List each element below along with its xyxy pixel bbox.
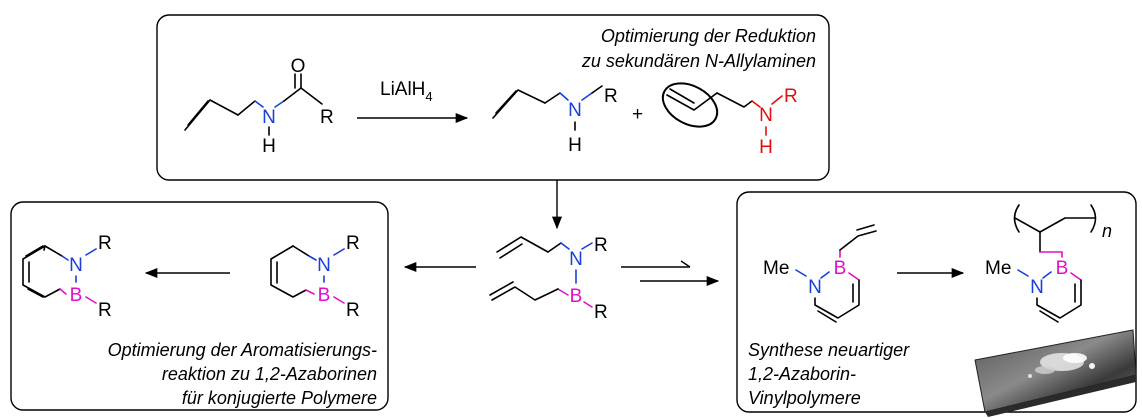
allyl-aminoborane-molecule: N R B R bbox=[489, 235, 608, 323]
reagent-label: LiAlH4 bbox=[380, 79, 433, 104]
top-caption-line1: Optimierung der Reduktion bbox=[601, 26, 816, 46]
atom-R: R bbox=[594, 302, 608, 323]
atom-N: N bbox=[69, 255, 83, 276]
left-caption-line1: Optimierung der Aromatisierungs- bbox=[108, 340, 377, 360]
allylamine-molecule: N H R bbox=[492, 85, 618, 156]
top-caption-line2: zu sekundären N-Allylaminen bbox=[581, 51, 816, 71]
top-panel: Optimierung der Reduktion zu sekundären … bbox=[156, 14, 830, 181]
atom-R: R bbox=[604, 86, 618, 107]
highlight-ellipse bbox=[661, 82, 719, 128]
atom-N: N bbox=[1030, 277, 1044, 298]
left-caption-line2: reaktion zu 1,2-Azaborinen bbox=[162, 364, 377, 384]
left-caption-line3: für konjugierte Polymere bbox=[182, 388, 377, 408]
atom-B: B bbox=[1056, 258, 1069, 279]
atom-N: N bbox=[569, 249, 583, 270]
atom-B: B bbox=[318, 285, 331, 306]
atom-O: O bbox=[291, 56, 306, 77]
plus-sign: + bbox=[632, 104, 643, 125]
atom-H: H bbox=[759, 137, 773, 158]
atom-N: N bbox=[808, 277, 822, 298]
equilibrium-arrows bbox=[621, 260, 720, 287]
repeat-unit-n: n bbox=[1102, 221, 1112, 241]
atom-R: R bbox=[98, 300, 112, 321]
atom-R: R bbox=[784, 86, 798, 107]
atom-N: N bbox=[317, 255, 331, 276]
methyl-label: Me bbox=[985, 258, 1011, 279]
atom-H: H bbox=[568, 135, 582, 156]
atom-H: H bbox=[262, 136, 276, 157]
right-caption-line3: Vinylpolymere bbox=[748, 388, 861, 408]
atom-R: R bbox=[346, 300, 360, 321]
dihydro-azaborine-molecule: N R B R bbox=[270, 233, 360, 321]
isomerized-amine-molecule: N H R bbox=[661, 82, 798, 158]
left-panel: N R B R N R B R Optimierung der Aromatis… bbox=[10, 201, 389, 411]
left-box-frame bbox=[10, 201, 389, 411]
atom-B: B bbox=[570, 286, 583, 307]
atom-R: R bbox=[594, 235, 608, 256]
atom-N: N bbox=[759, 105, 773, 126]
polymer-molecule: n Me N B bbox=[985, 204, 1112, 323]
atom-R: R bbox=[98, 233, 112, 254]
right-caption-line1: Synthese neuartiger bbox=[748, 340, 910, 360]
atom-B: B bbox=[70, 285, 83, 306]
atom-B: B bbox=[834, 258, 847, 279]
polymer-sample-photo bbox=[974, 329, 1137, 417]
atom-N: N bbox=[568, 100, 582, 121]
vinyl-azaborine-molecule: Me N B bbox=[763, 224, 877, 323]
atom-N: N bbox=[262, 107, 276, 128]
right-caption-line2: 1,2-Azaborin- bbox=[748, 364, 856, 384]
methyl-label: Me bbox=[763, 258, 789, 279]
right-panel: Me N B n Me N B bbox=[736, 191, 1137, 417]
atom-R: R bbox=[346, 233, 360, 254]
atom-R: R bbox=[320, 107, 334, 128]
top-box-frame bbox=[156, 14, 830, 181]
allyl-amide-molecule: O N H R bbox=[184, 56, 334, 157]
azaborine-molecule: N R B R bbox=[22, 233, 112, 321]
